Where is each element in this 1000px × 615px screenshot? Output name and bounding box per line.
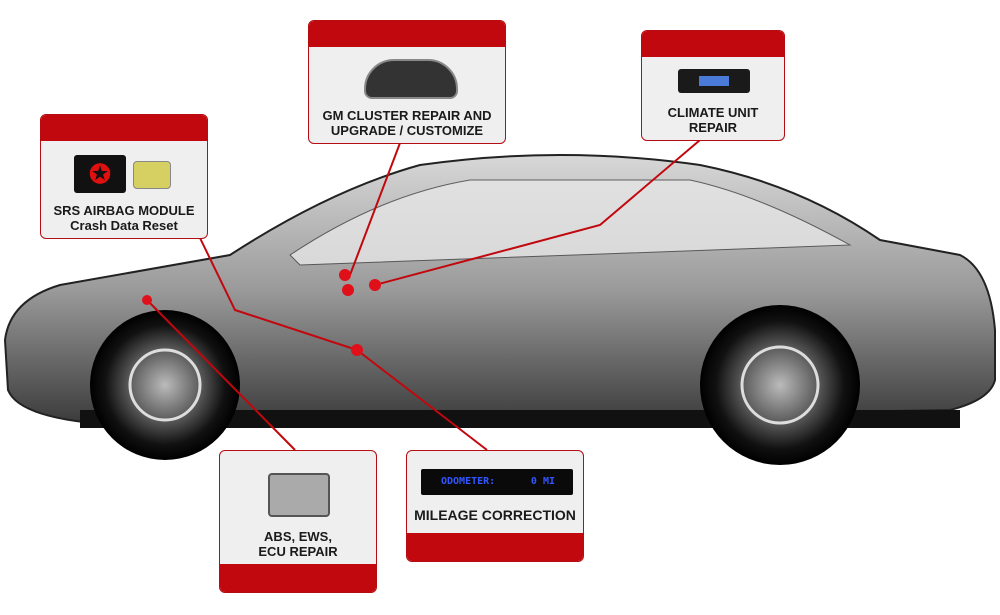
front-wheel [90, 310, 240, 460]
mileage-title: MILEAGE CORRECTION [414, 507, 576, 523]
airbag-module-icon [133, 161, 171, 189]
instrument-cluster-icon [364, 59, 458, 99]
card-abs-ecu[interactable]: ABS, EWS, ECU REPAIR [219, 450, 377, 593]
rear-wheel [700, 305, 860, 465]
card-gm-cluster[interactable]: GM CLUSTER REPAIR AND UPGRADE / CUSTOMIZ… [308, 20, 506, 144]
odometer-label: ODOMETER: [441, 476, 496, 487]
srs-title: SRS AIRBAG MODULE [53, 203, 195, 218]
abs-title-line1: ABS, EWS, [264, 529, 332, 544]
card-srs-airbag[interactable]: ✪ SRS AIRBAG MODULE Crash Data Reset [40, 114, 208, 239]
connector-lines [146, 139, 701, 451]
hotspot-dots [142, 269, 381, 356]
ecu-module-icon [268, 473, 330, 517]
srs-subtitle: Crash Data Reset [70, 218, 178, 233]
airbag-warning-icon: ✪ [74, 155, 126, 193]
climate-title-line2: REPAIR [688, 120, 738, 135]
climate-control-icon [678, 69, 750, 93]
odometer-display: ODOMETER: 0 MI [421, 469, 573, 495]
cluster-title-line1: GM CLUSTER REPAIR AND [322, 108, 492, 123]
card-climate-unit[interactable]: CLIMATE UNIT REPAIR [641, 30, 785, 141]
cluster-title-line2: UPGRADE / CUSTOMIZE [330, 123, 484, 138]
abs-title-line2: ECU REPAIR [258, 544, 338, 559]
card-mileage-correction[interactable]: ODOMETER: 0 MI MILEAGE CORRECTION [406, 450, 584, 562]
climate-title-line1: CLIMATE UNIT [667, 105, 759, 120]
odometer-value: 0 MI [530, 476, 555, 487]
car-windows [289, 179, 852, 266]
